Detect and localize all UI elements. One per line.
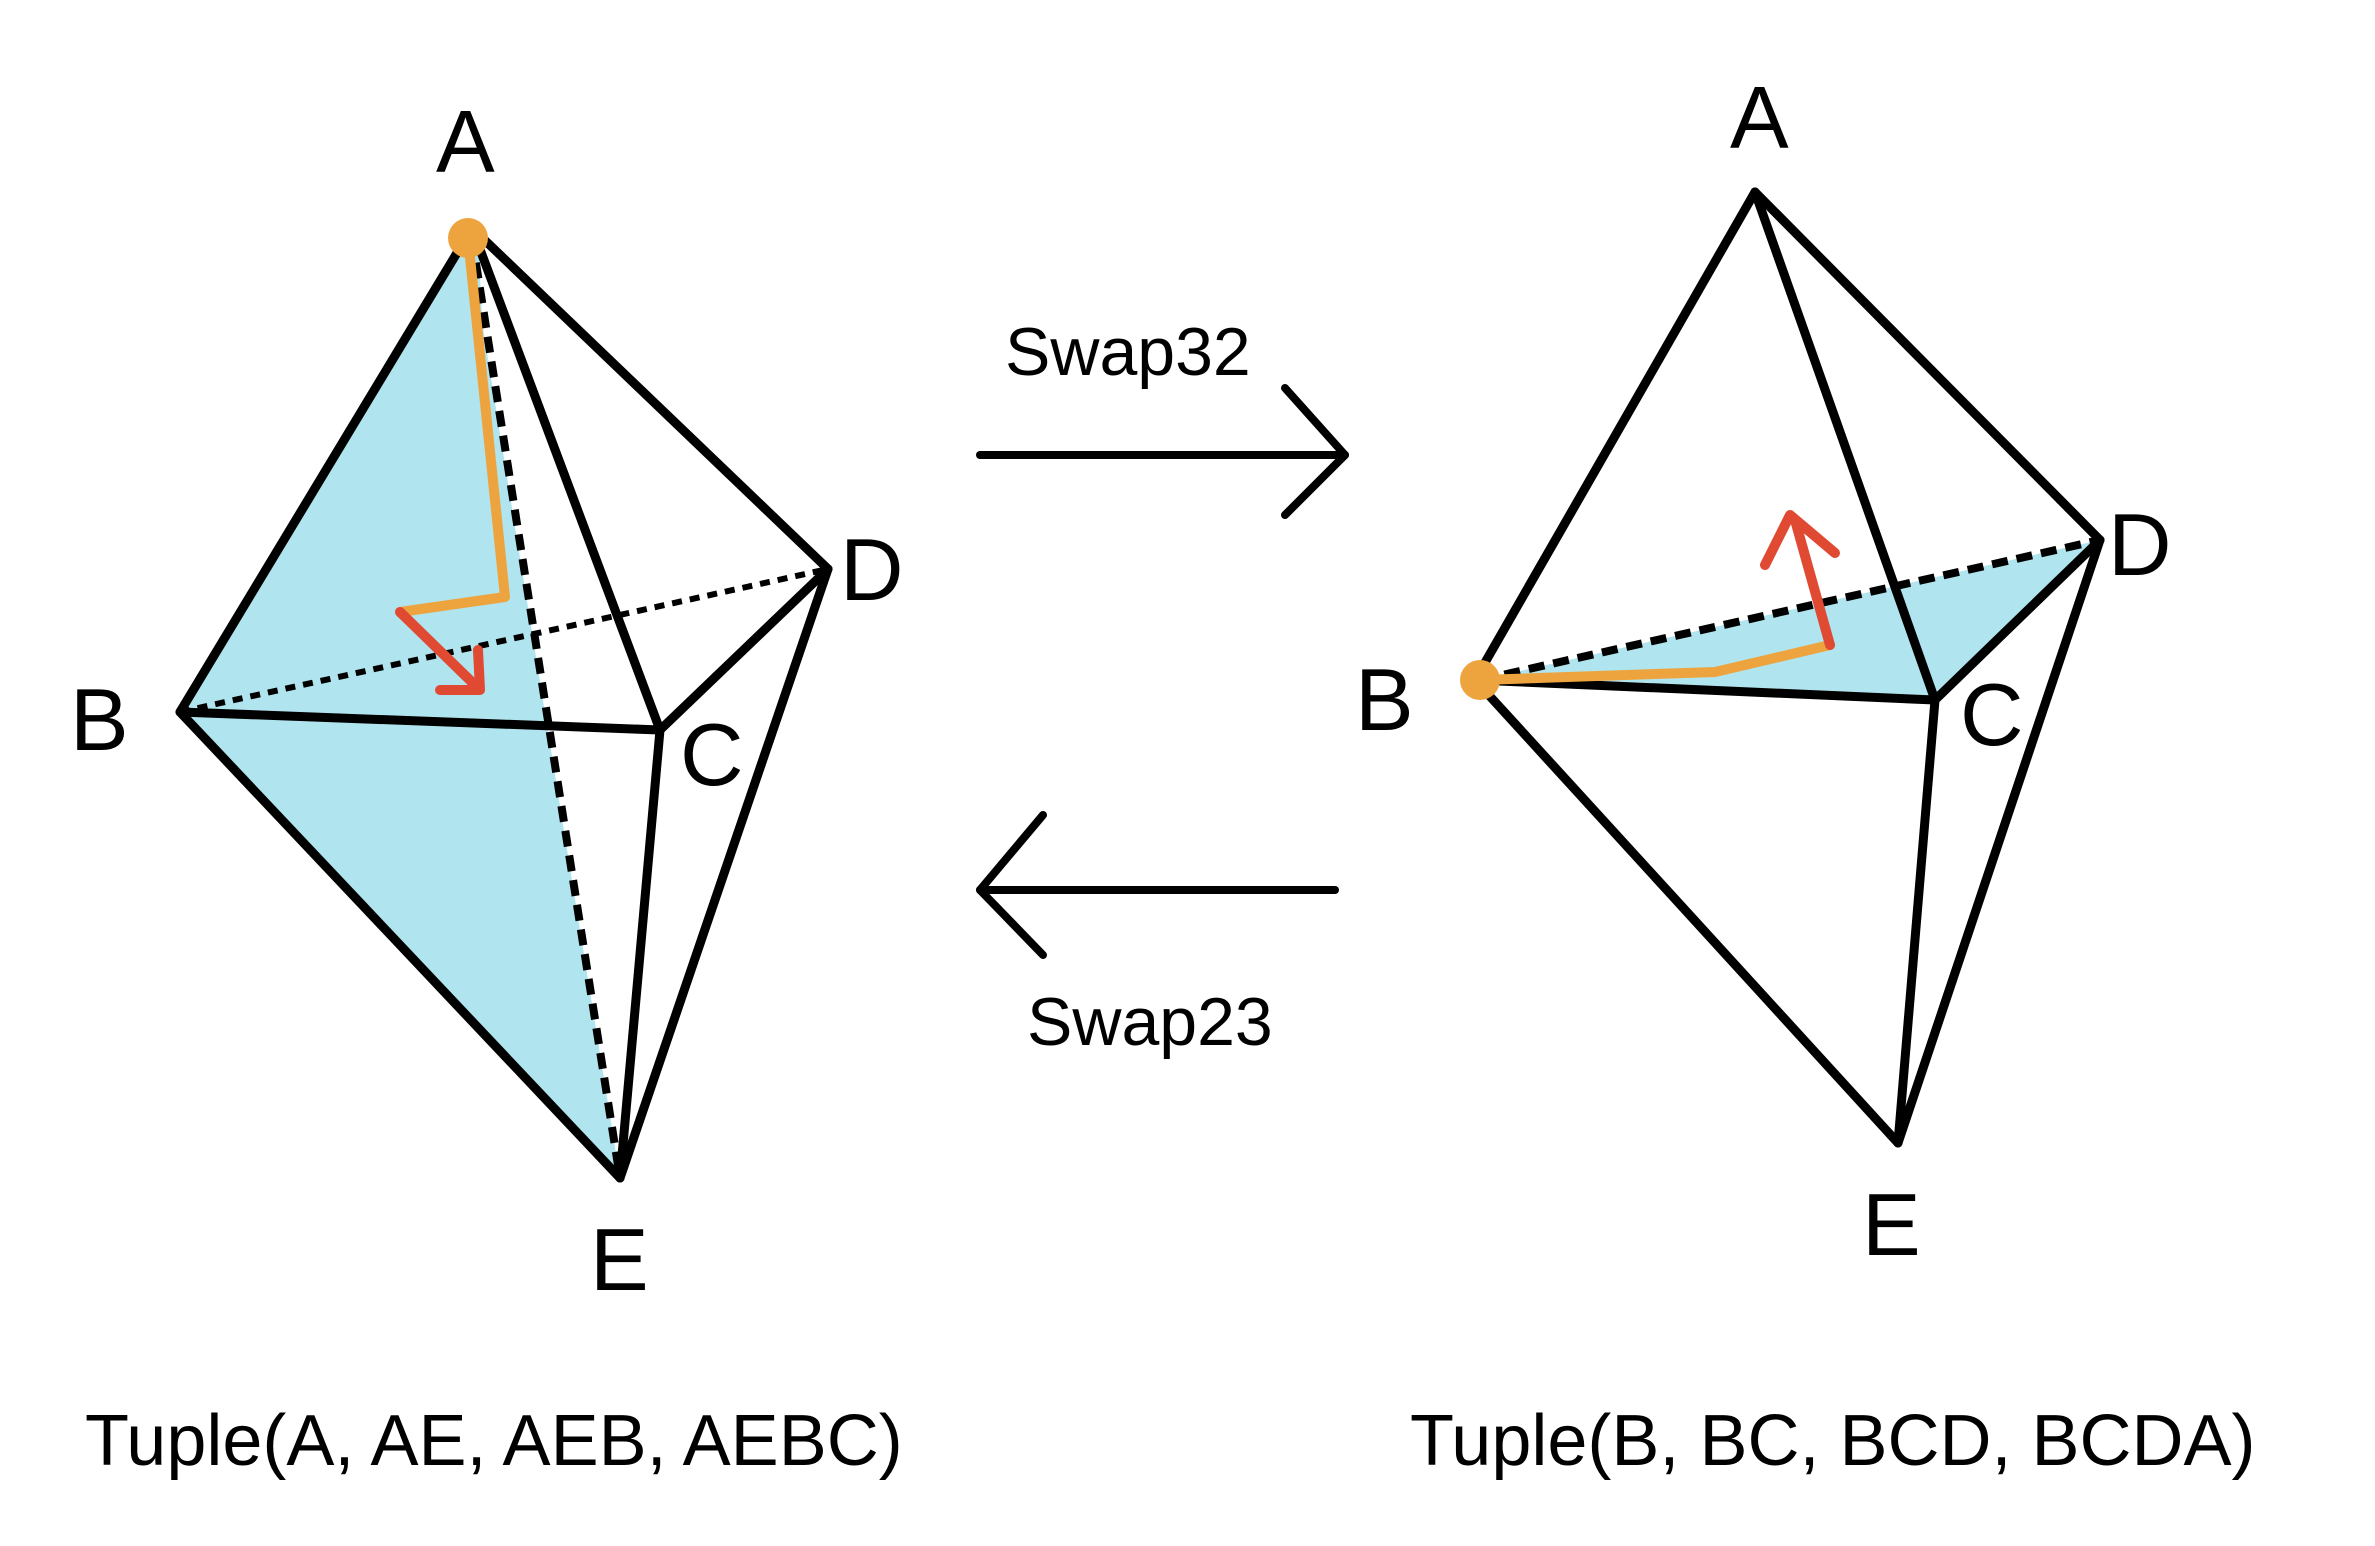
right-edge-ac — [1750, 187, 1940, 705]
left-face-abe-edge-strip — [180, 235, 505, 750]
right-vertex-b-label: B — [1355, 650, 1414, 749]
right-red-arrow — [1790, 515, 1835, 650]
left-vertex-d-label: D — [840, 520, 904, 619]
right-edge-bc — [1470, 675, 1940, 705]
swap23-arrow-head — [976, 811, 1047, 959]
left-tuple-label: Tuple(A, AE, AEB, AEBC) — [85, 1401, 903, 1481]
right-red-arrowhead — [1760, 510, 1840, 570]
right-edge-cd — [1930, 535, 2105, 705]
left-edge-ab — [175, 223, 477, 717]
left-edge-ae-hidden — [468, 237, 624, 1179]
left-edge-bc — [175, 707, 665, 735]
right-vertex-d-label: D — [2108, 495, 2172, 594]
operations: Swap32 Swap23 — [976, 314, 1349, 1060]
left-edge-be — [175, 707, 625, 1183]
left-vertex-e-label: E — [590, 1210, 649, 1309]
left-red-arrowhead — [435, 645, 485, 695]
left-vertex-b-label: B — [70, 670, 129, 769]
right-edge-be — [1470, 675, 1903, 1148]
right-figure: A B C D E Tuple(B, BC, BCD, BCDA) — [1355, 68, 2256, 1481]
right-face-bcd — [1480, 540, 2100, 700]
left-edge-ad — [467, 223, 833, 574]
swap32-label: Swap32 — [1005, 314, 1251, 390]
right-tuple-label: Tuple(B, BC, BCD, BCDA) — [1410, 1401, 2256, 1481]
left-orange-path — [395, 233, 510, 617]
right-edge-de — [1893, 535, 2105, 1148]
left-vertex-c-label: C — [680, 705, 744, 804]
right-orange-path — [1475, 640, 1835, 685]
right-edge-ad — [1750, 187, 2105, 545]
right-edge-ce — [1893, 695, 1940, 1148]
right-edge-ab — [1470, 187, 1760, 685]
swap32-arrow-head — [1281, 384, 1349, 519]
right-start-dot — [1460, 660, 1500, 700]
left-edge-ac — [467, 223, 665, 735]
right-vertex-c-label: C — [1960, 665, 2024, 764]
left-edge-cd — [655, 564, 833, 735]
right-edge-bd-hidden — [1479, 536, 2101, 684]
swap23-label: Swap23 — [1027, 984, 1273, 1060]
left-start-dot — [448, 218, 488, 258]
left-edge-bd-hidden — [179, 566, 829, 715]
left-red-arrow — [395, 607, 483, 693]
right-vertex-e-label: E — [1862, 1175, 1921, 1274]
left-edge-ce — [615, 725, 665, 1183]
right-vertex-a-label: A — [1730, 68, 1789, 167]
left-figure: A B C D E Tuple(A, AE, AEB, AEBC) — [70, 92, 904, 1481]
left-edge-de — [615, 564, 833, 1183]
left-vertex-a-label: A — [436, 92, 495, 191]
